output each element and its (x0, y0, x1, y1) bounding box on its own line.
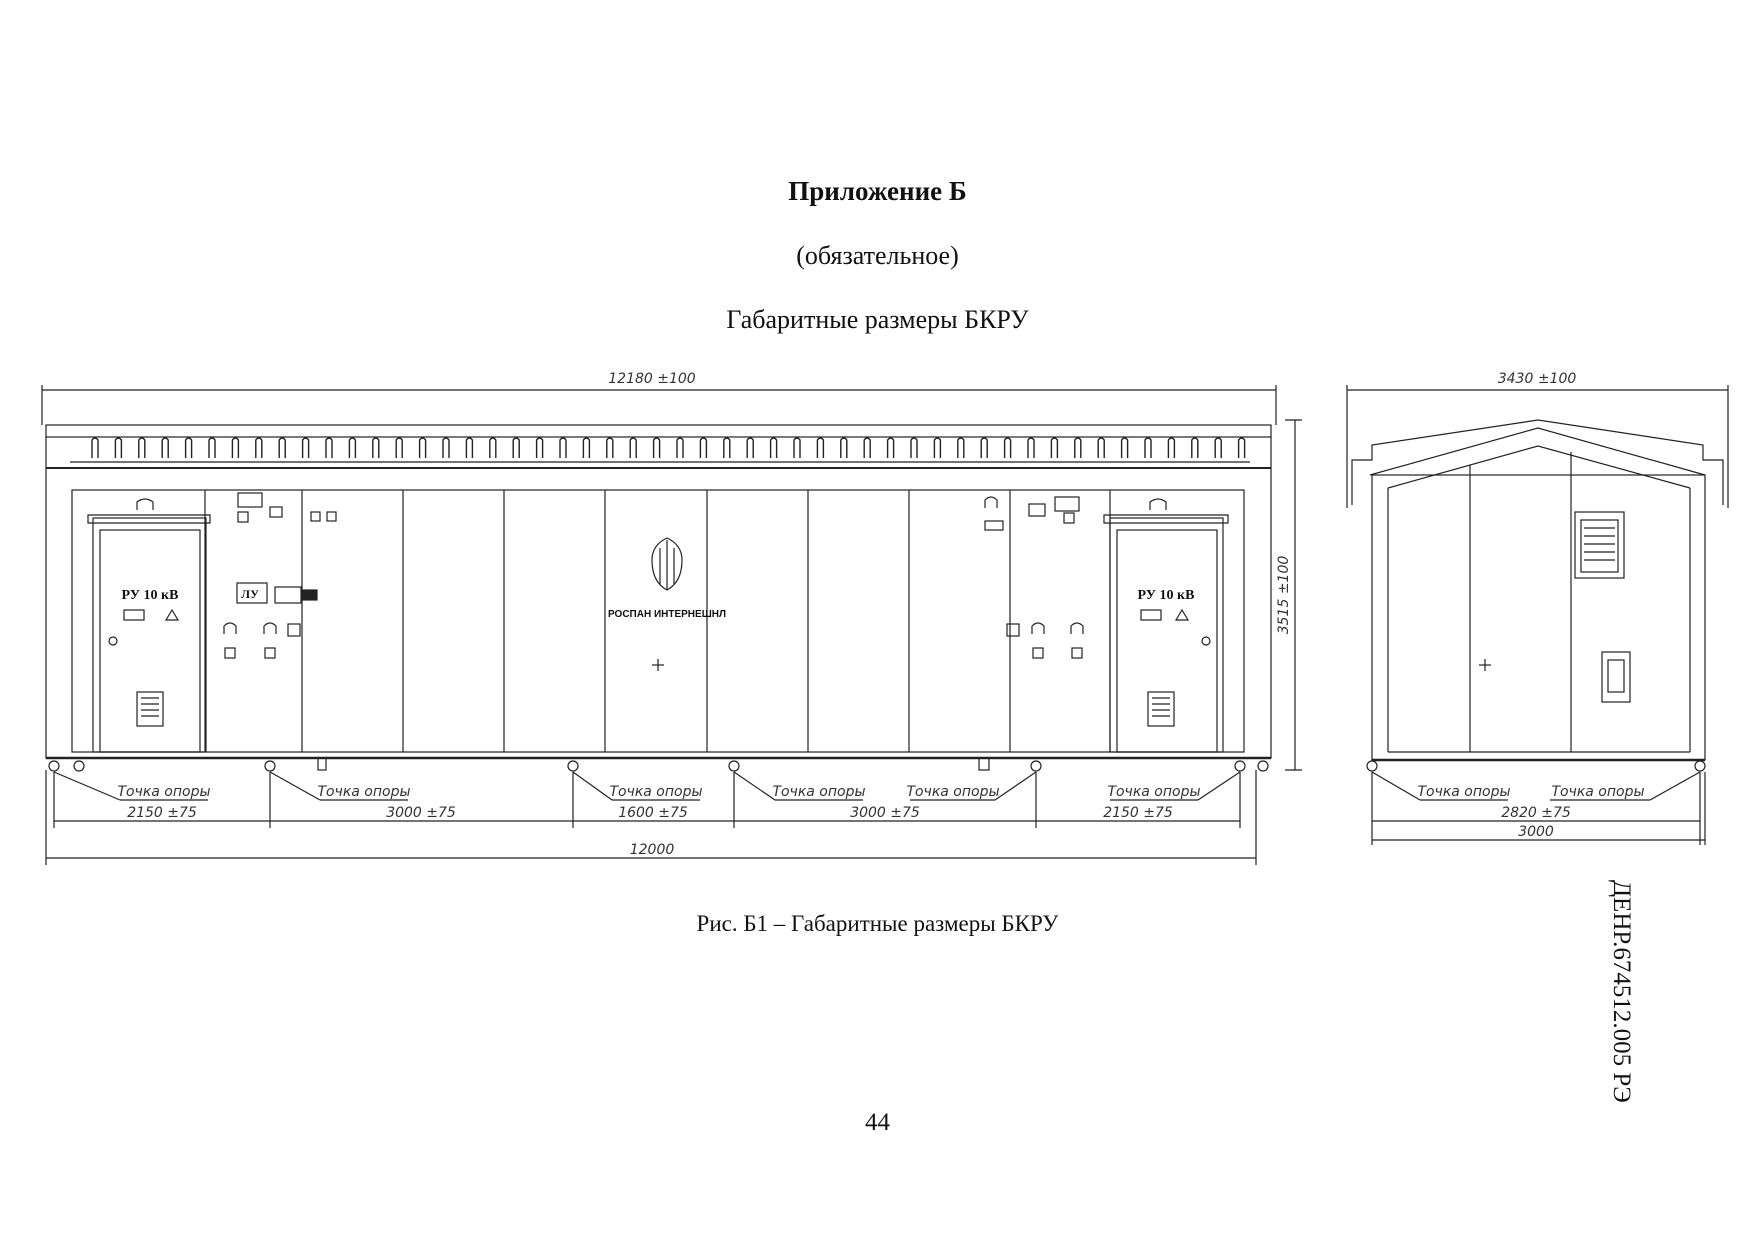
roof-rib (699, 437, 708, 458)
segment-dim: 1600 ±75 (618, 805, 688, 821)
roof-rib (161, 437, 169, 458)
roof-rib (863, 437, 871, 458)
roof-rib (278, 437, 286, 458)
roof-rib (933, 437, 942, 458)
side-support-label: Точка опоры (1551, 784, 1644, 800)
base-length-dim: 12000 (630, 842, 675, 858)
segment-dim: 3000 ±75 (850, 805, 920, 821)
roof-rib (489, 437, 497, 458)
roof-rib (418, 437, 427, 458)
side-width-dim: 3430 ±100 (1498, 371, 1577, 387)
right-door-label: РУ 10 кВ (1138, 588, 1195, 603)
roof-rib (980, 437, 988, 458)
segment-dim: 3000 ±75 (386, 805, 456, 821)
logo-text: РОСПАН ИНТЕРНЕШНЛ (608, 609, 726, 620)
roof-rib (1214, 437, 1222, 458)
appendix-title: Приложение Б (788, 176, 967, 206)
roof-rib (231, 437, 240, 458)
roof-rib (816, 437, 825, 458)
roof-rib (1144, 437, 1152, 458)
side-support-label: Точка опоры (1417, 784, 1510, 800)
roof-rib (114, 437, 123, 458)
roof-rib (465, 437, 474, 458)
support-label: Точка опоры (906, 784, 999, 800)
side-base-dim: 3000 (1518, 824, 1554, 840)
roof-rib (395, 437, 403, 458)
appendix-type: (обязательное) (796, 241, 959, 270)
roof-rib (348, 437, 357, 458)
front-width-dim: 12180 ±100 (608, 371, 696, 387)
roof-rib (886, 437, 895, 458)
roof-rib (582, 437, 591, 458)
roof-rib (652, 437, 661, 458)
roof-rib (769, 437, 778, 458)
page-number: 44 (865, 1109, 890, 1136)
left-door-label: РУ 10 кВ (122, 588, 179, 603)
roof-rib (1097, 437, 1105, 458)
roof-rib (723, 437, 731, 458)
roof-rib (91, 437, 99, 458)
roof-rib (840, 437, 848, 458)
support-label: Точка опоры (1107, 784, 1200, 800)
roof-rib (1120, 437, 1129, 458)
roof-rib (325, 437, 333, 458)
roof-rib (910, 437, 918, 458)
roof-rib (1027, 437, 1035, 458)
roof-rib (793, 437, 801, 458)
roof-rib (535, 437, 544, 458)
roof-rib (372, 437, 380, 458)
roof-rib (1050, 437, 1059, 458)
roof-rib (1003, 437, 1012, 458)
roof-rib (442, 437, 450, 458)
support-label: Точка опоры (609, 784, 702, 800)
side-inner-dim: 2820 ±75 (1501, 805, 1571, 821)
support-label: Точка опоры (772, 784, 865, 800)
roof-rib (255, 437, 263, 458)
figure-caption: Рис. Б1 – Габаритные размеры БКРУ (696, 911, 1059, 936)
roof-rib (676, 437, 684, 458)
control-label: ЛУ (241, 587, 259, 601)
roof-rib (629, 437, 637, 458)
roof-rib (208, 437, 216, 458)
document-code: ДЕНР.674512.005 РЭ (1608, 880, 1635, 1103)
roof-rib (184, 437, 193, 458)
support-label: Точка опоры (317, 784, 410, 800)
segment-dim: 2150 ±75 (1103, 805, 1173, 821)
roof-rib (957, 437, 965, 458)
segment-dim: 2150 ±75 (127, 805, 197, 821)
roof-rib (1191, 437, 1199, 458)
roof-rib (1167, 437, 1176, 458)
support-label: Точка опоры (117, 784, 210, 800)
roof-rib (746, 437, 754, 458)
roof-rib (512, 437, 520, 458)
roof-rib (1237, 437, 1246, 458)
roof-rib (301, 437, 310, 458)
roof-rib (606, 437, 614, 458)
section-title: Габаритные размеры БКРУ (726, 305, 1029, 334)
roof-rib (138, 437, 146, 458)
roof-rib (1074, 437, 1082, 458)
roof-rib (559, 437, 567, 458)
height-dim: 3515 ±100 (1276, 556, 1292, 635)
